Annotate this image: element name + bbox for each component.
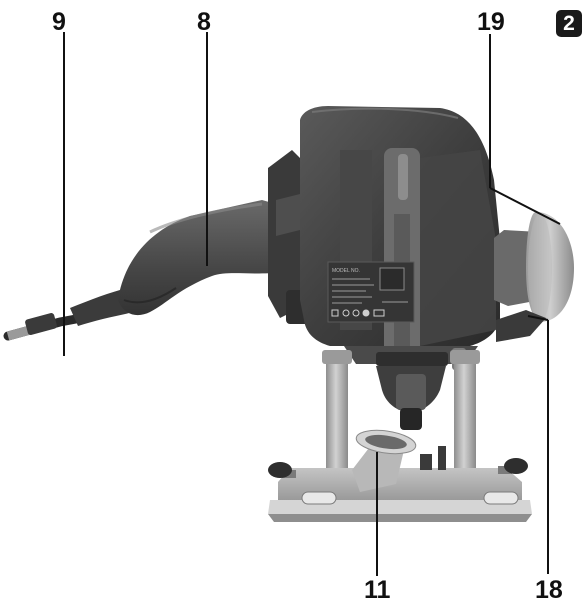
figure-number-badge: 2 [556, 10, 582, 37]
callout-18-label: 18 [535, 576, 563, 604]
callout-19-label: 19 [477, 8, 505, 36]
callout-leader-lines [63, 32, 561, 576]
rating-plate-model: MODEL NO. [332, 268, 360, 274]
depth-adjustment-knob [494, 212, 574, 322]
callout-9-label: 9 [52, 8, 66, 36]
right-clamp-knob [498, 458, 528, 474]
plunge-columns [322, 350, 480, 468]
callout-11-label: 11 [364, 576, 391, 604]
rating-plate: MODEL NO. [327, 261, 415, 323]
certification-marks-icon [331, 309, 385, 317]
left-clamp-knob [268, 462, 296, 478]
leader-line-18-tip [527, 315, 549, 321]
motor-housing [300, 106, 500, 362]
power-cord [3, 288, 134, 341]
leader-line-19-diagonal [489, 187, 561, 225]
handle [118, 200, 300, 316]
base-plate [268, 446, 532, 522]
callout-8-label: 8 [197, 8, 211, 36]
rear-housing [268, 150, 316, 324]
